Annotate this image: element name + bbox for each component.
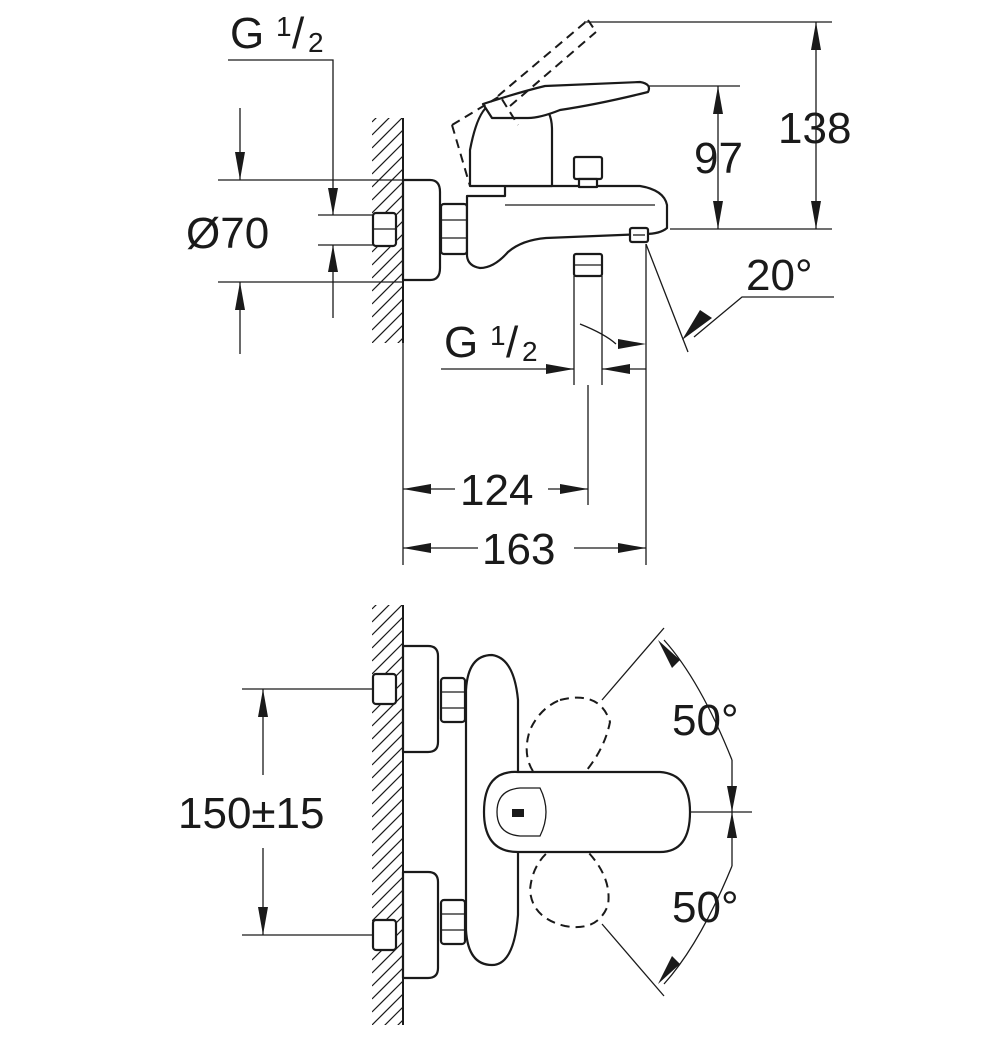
- dim-lengths: 124 163: [402, 343, 646, 574]
- g-outlet-slash: /: [506, 318, 519, 367]
- diameter-label: Ø70: [186, 209, 269, 258]
- wall-hatch-line: [372, 78, 403, 109]
- g-top-letter: G: [230, 9, 264, 58]
- wall-hatch-line: [372, 720, 403, 753]
- wall-hatch-line: [372, 129, 403, 162]
- connector-lower: [371, 870, 467, 980]
- wall-hatch-line: [372, 142, 403, 175]
- wall-hatch-line: [372, 298, 403, 331]
- wall-hatch-line: [372, 605, 377, 610]
- wall-hatch-line: [372, 980, 403, 1013]
- angle-up-label: 50°: [672, 696, 739, 745]
- wall-hatch-line: [372, 837, 403, 870]
- g-top-sup: 1: [276, 11, 292, 42]
- wall-hatch-line: [372, 759, 403, 792]
- wall-hatch-line: [372, 733, 403, 766]
- g-outlet-sub: 2: [522, 336, 538, 367]
- wall-hatch-line: [372, 155, 403, 188]
- wall-connector: [371, 178, 469, 282]
- wall-hatch-line: [372, 118, 377, 123]
- wall-hatch-line: [372, 1033, 403, 1053]
- wall-hatch-line: [372, 605, 390, 623]
- wall-hatch-line: [372, 629, 403, 662]
- wall-hatch-line: [384, 324, 403, 343]
- height-97-label: 97: [694, 134, 743, 183]
- wall-hatch-line: [372, 246, 403, 279]
- wall-hatch-line: [372, 707, 403, 740]
- wall-hatch-line: [384, 1006, 403, 1025]
- wall-hatch-line: [372, 876, 403, 909]
- wall-hatch-line: [372, 605, 403, 636]
- height-138-label: 138: [778, 104, 851, 153]
- centers-label: 150±15: [178, 789, 325, 838]
- dim-angles-50: 50° 50°: [601, 627, 752, 997]
- wall-hatch-line: [372, 272, 403, 305]
- wall-hatch-line: [372, 785, 403, 818]
- wall-hatch-line: [372, 824, 403, 857]
- wall-hatch-line: [397, 1019, 403, 1025]
- wall-hatch-line: [372, 772, 403, 805]
- wall-hatch-line: [372, 954, 403, 987]
- angle-down-label: 50°: [672, 883, 739, 932]
- wall-hatch-line: [372, 285, 403, 318]
- length-163-label: 163: [482, 525, 555, 574]
- side-view: G 1 / 2 Ø70 97 138: [186, 9, 851, 574]
- wall-hatch-line: [372, 311, 403, 343]
- wall-hatch-line: [397, 337, 403, 343]
- g-top-slash: /: [292, 9, 305, 58]
- angle-20-label: 20°: [746, 251, 813, 300]
- g-top-sub: 2: [308, 27, 324, 58]
- wall-hatch-line: [372, 889, 403, 922]
- dim-g-half-top: G 1 / 2: [228, 9, 373, 318]
- faucet-body-top: [464, 653, 692, 967]
- length-124-label: 124: [460, 466, 533, 515]
- wall-hatch-line: [372, 694, 403, 727]
- dim-g-half-outlet: G 1 / 2: [441, 276, 646, 385]
- wall-hatch-line: [372, 118, 403, 149]
- wall-hatch-line: [372, 993, 403, 1025]
- dim-angle-20: 20°: [579, 243, 834, 565]
- wall-hatch-line: [372, 798, 403, 831]
- wall-hatch-line: [372, 850, 403, 883]
- wall-hatch-line: [372, 941, 403, 974]
- wall-hatch-line: [372, 351, 403, 382]
- wall-hatch-line: [372, 181, 403, 214]
- g-outlet-letter: G: [444, 318, 478, 367]
- wall-hatch-line: [372, 811, 403, 844]
- wall-hatch-line: [372, 168, 403, 201]
- wall-hatch-line: [372, 746, 403, 779]
- wall-top: [372, 565, 404, 1053]
- dim-heights: 97 138: [584, 21, 851, 230]
- top-view: 150±15 50° 50°: [178, 565, 752, 1053]
- dim-centers: 150±15: [178, 688, 373, 936]
- wall-hatch-line: [372, 863, 403, 896]
- wall-hatch-line: [372, 233, 403, 266]
- wall-hatch-line: [372, 565, 403, 596]
- wall-hatch-line: [372, 616, 403, 649]
- faucet-body-side: [451, 19, 669, 278]
- connector-upper: [371, 644, 467, 754]
- wall-hatch-line: [372, 967, 403, 1000]
- wall-hatch-line: [372, 118, 390, 136]
- wall-hatch-line: [372, 642, 403, 675]
- wall-hatch-line: [372, 259, 403, 292]
- g-outlet-sup: 1: [490, 320, 506, 351]
- dim-diameter: Ø70: [186, 108, 403, 354]
